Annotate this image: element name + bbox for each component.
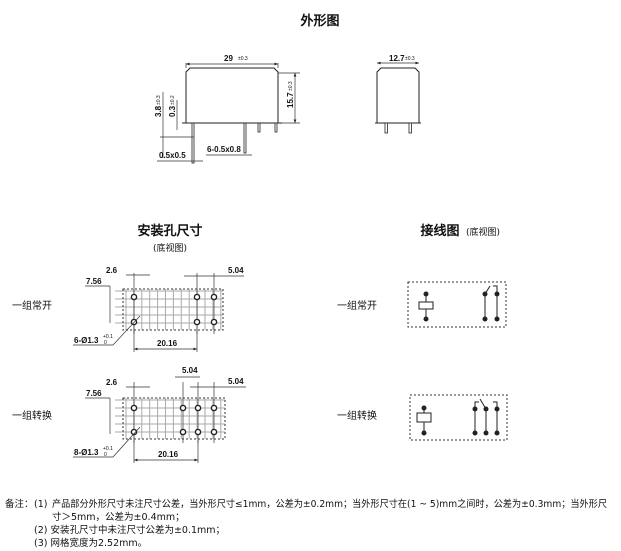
hole-tol-up: +0.1 (103, 446, 113, 452)
mounting-hole (130, 428, 138, 436)
pin (191, 122, 195, 164)
note-3: (3) 网格宽度为2.52mm。 (34, 537, 147, 549)
notes: 备注： (1) 产品部分外形尺寸未注尺寸公差，当外形尺寸≤1mm，公差为±0.2… (5, 498, 607, 549)
holes-co-label: 一组转换 (12, 409, 52, 422)
wiring-no-label: 一组常开 (337, 299, 377, 312)
grid-border (122, 397, 226, 440)
dim-2-6: 2.6 (106, 266, 118, 275)
pin-length-dim: 3.8 (154, 105, 163, 117)
mounting-hole (210, 428, 218, 436)
hole-tol-dn: 0 (104, 452, 107, 458)
mounting-hole (179, 428, 187, 436)
height-dim: 15.7 (286, 92, 295, 108)
hole-tol-up: +0.1 (103, 334, 113, 340)
dim-7-56: 7.56 (86, 277, 102, 286)
pin (408, 122, 412, 134)
pin-size-a: 0.5x0.5 (159, 151, 186, 160)
mounting-hole (130, 404, 138, 412)
dim-20-16: 20.16 (158, 450, 179, 459)
hole-count-dim: 6-Ø1.3 (74, 336, 99, 345)
coil-symbol (416, 412, 432, 423)
front-view: 29 ±0.3 15.7±0.3 3.8±0.3 0.3±0.2 0.5x0.5… (154, 54, 300, 164)
note-1-cont: 寸＞5mm，公差为±0.4mm； (52, 511, 185, 523)
pin-length-tol: ±0.3 (156, 95, 162, 105)
dim-20-16: 20.16 (157, 339, 178, 348)
dim-5-04-top: 5.04 (182, 366, 198, 375)
grid2-dims: 5.04 2.6 5.04 7.56 8-Ø1.3 +0.1 0 20.16 (73, 366, 246, 463)
hole-grid-changeover (115, 382, 226, 443)
wiring-changeover (409, 394, 508, 441)
mounting-hole (130, 293, 138, 301)
wiring-title: 接线图 (420, 223, 459, 239)
hole-tol-dn: 0 (104, 340, 107, 346)
pin (274, 122, 278, 133)
mounting-hole (193, 318, 201, 326)
hole-count-dim: 8-Ø1.3 (74, 448, 99, 457)
dim-2-6: 2.6 (106, 378, 118, 387)
wiring-co-label: 一组转换 (337, 409, 377, 422)
note-1: 产品部分外形尺寸未注尺寸公差，当外形尺寸≤1mm，公差为±0.2mm；当外形尺寸… (52, 498, 607, 510)
grid1-dims: 2.6 5.04 7.56 6-Ø1.3 +0.1 0 20.16 (73, 266, 244, 352)
holes-subtitle: (底视图) (153, 242, 187, 254)
dim-5-04: 5.04 (228, 377, 244, 386)
length-dim: 29 (224, 54, 233, 63)
notes-prefix: 备注： (5, 498, 34, 510)
length-tol: ±0.3 (238, 56, 248, 62)
coil-symbol (418, 301, 434, 310)
mounting-hole (194, 404, 202, 412)
side-view: 12.7 ±0.3 (375, 54, 421, 134)
grid-border (122, 288, 224, 331)
wiring-subtitle: (底视图) (466, 226, 500, 238)
mounting-hole (210, 404, 218, 412)
dim-5-04: 5.04 (228, 266, 244, 275)
outline-title: 外形图 (299, 13, 339, 29)
holes-title: 安装孔尺寸 (137, 223, 202, 239)
standoff-tol: ±0.2 (170, 95, 176, 105)
mounting-hole (210, 293, 218, 301)
width-tol: ±0.3 (405, 56, 415, 62)
wiring-normally-open (407, 281, 507, 328)
width-dim: 12.7 (389, 54, 405, 63)
pin (243, 122, 247, 154)
mounting-hole (179, 404, 187, 412)
hole-grid-normally-open (115, 273, 224, 334)
mounting-hole (210, 318, 218, 326)
dim-7-56: 7.56 (86, 389, 102, 398)
mounting-hole (193, 293, 201, 301)
note-1-number: (1) (34, 499, 47, 510)
height-tol: ±0.3 (288, 81, 294, 91)
standoff-dim: 0.3 (168, 105, 177, 117)
pin (257, 122, 261, 133)
note-2: (2) 安装孔尺寸中未注尺寸公差为±0.1mm； (34, 524, 225, 536)
pin (384, 122, 388, 134)
mounting-hole (194, 428, 202, 436)
pin-size-b: 6-0.5x0.8 (207, 145, 241, 154)
holes-no-label: 一组常开 (12, 299, 52, 312)
